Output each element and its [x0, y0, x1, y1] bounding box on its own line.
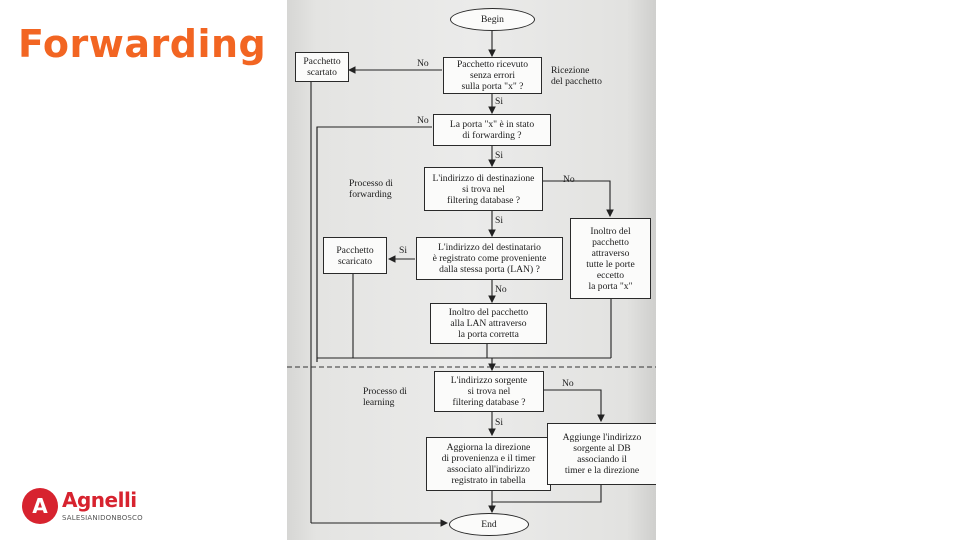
label-yes-sameport: Si [399, 245, 408, 256]
arrow-dest-no [542, 180, 614, 218]
same-port-decision: L'indirizzo del destinatario è registrat… [416, 237, 563, 280]
update-entry-node: Aggiorna la direzione di provenienza e i… [426, 437, 551, 491]
forward-lan-node: Inoltro del pacchetto alla LAN attravers… [430, 303, 547, 344]
discarded-node: Pacchetto scartato [295, 52, 349, 82]
flood-node: Inoltro del pacchetto attraverso tutte l… [570, 218, 651, 299]
line-add-end [492, 485, 602, 503]
label-yes-source: Si [495, 417, 504, 428]
slide-title: Forwarding [18, 22, 267, 66]
label-no-source: No [562, 378, 574, 389]
arrow-source-no [544, 389, 605, 423]
dest-in-db-decision: L'indirizzo di destinazione si trova nel… [424, 167, 543, 211]
label-no-received: No [417, 58, 429, 69]
logo-subtitle: SALESIANIDONBOSCO [62, 514, 143, 522]
received-decision: Pacchetto ricevuto senza errori sulla po… [443, 57, 542, 94]
label-no-forwarding: No [417, 115, 429, 126]
source-in-db-decision: L'indirizzo sorgente si trova nel filter… [434, 371, 544, 412]
logo-name: Agnelli [62, 488, 137, 512]
begin-node: Begin [450, 8, 535, 31]
add-entry-node: Aggiunge l'indirizzo sorgente al DB asso… [547, 423, 656, 485]
label-no-sameport: No [495, 284, 507, 295]
label-no-dest: No [563, 174, 575, 185]
agnelli-logo: A Agnelli SALESIANIDONBOSCO [22, 488, 162, 528]
dropped-node: Pacchetto scaricato [323, 237, 387, 274]
flowchart-connectors [287, 30, 656, 527]
learning-process-label: Processo di learning [363, 386, 407, 408]
label-yes-forwarding: Si [495, 150, 504, 161]
forwarding-process-label: Processo di forwarding [349, 178, 393, 200]
label-yes-received: Si [495, 96, 504, 107]
flowchart-scan: Begin Pacchetto ricevuto senza errori su… [287, 0, 656, 540]
end-node: End [449, 513, 529, 536]
reception-label: Ricezione del pacchetto [551, 65, 602, 87]
agnelli-logo-icon: A [22, 488, 58, 524]
label-yes-dest: Si [495, 215, 504, 226]
forwarding-state-decision: La porta "x" è in stato di forwarding ? [433, 114, 551, 146]
